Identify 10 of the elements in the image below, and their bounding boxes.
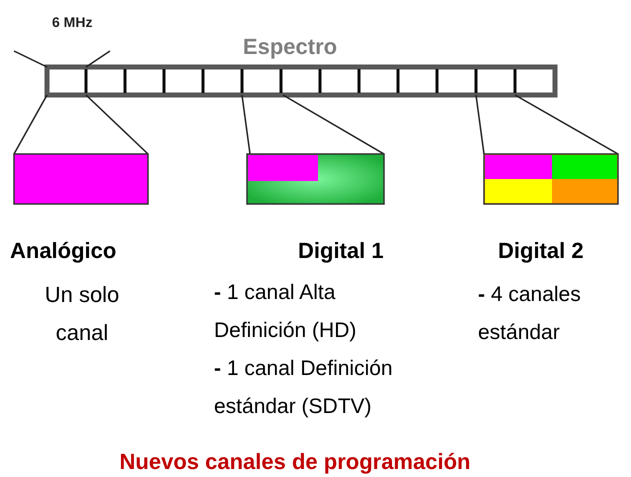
label-text: Digital 1: [298, 237, 385, 265]
label-text: Un solo canal: [44, 281, 120, 347]
label-text: Analógico: [10, 237, 118, 265]
label-text: - 4 canales estándar: [478, 282, 582, 346]
label-text: - 1 canal Alta Definición (HD): [214, 280, 358, 344]
label-text: - 1 canal Definición estándar (SDTV): [214, 356, 394, 420]
label-text: Espectro: [242, 33, 338, 61]
caption: Nuevos canales de programación: [118, 448, 472, 476]
label-text: 6 MHz: [52, 13, 94, 32]
label-text: Digital 2: [498, 237, 585, 265]
